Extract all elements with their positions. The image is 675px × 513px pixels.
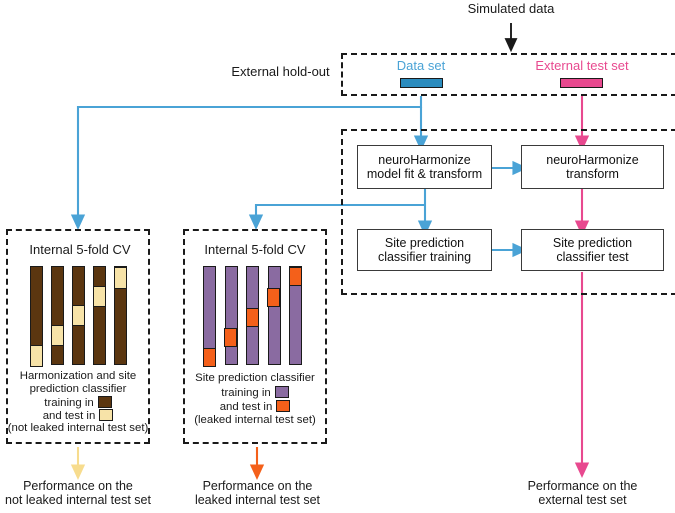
outcome-0-line2: not leaked internal test set — [5, 493, 151, 507]
outcome-label-leaked: Performance on the leaked internal test … — [180, 479, 335, 507]
cv-test-fold-segment — [245, 308, 259, 327]
cv-fold-bar — [71, 266, 85, 365]
external-holdout-label: External hold-out — [231, 64, 330, 79]
outcome-2-line1: Performance on the — [527, 479, 638, 493]
outcome-label-external: Performance on the external test set — [505, 479, 660, 507]
middle-cv-bars — [202, 266, 303, 367]
left-legend-test-text: and test in — [42, 410, 96, 422]
left-legend-line-0: Harmonization and site — [19, 370, 137, 382]
arrow-dataset-to-left-cv — [70, 96, 423, 230]
left-cv-title: Internal 5-fold CV — [29, 242, 131, 257]
cv-fold-bar — [267, 266, 281, 365]
box-site-prediction-training[interactable]: Site prediction classifier training — [357, 229, 492, 271]
middle-legend-training-swatch — [274, 386, 289, 398]
cv-test-fold-segment — [92, 286, 106, 307]
left-cv-panel — [6, 229, 150, 444]
middle-legend-line-1: training in — [183, 386, 327, 401]
pipeline-container — [341, 129, 675, 295]
data-split-container — [341, 53, 675, 96]
cv-test-fold-segment — [50, 325, 64, 346]
left-legend-line-1: prediction classifier — [29, 383, 127, 395]
cv-fold-bar — [29, 266, 43, 367]
box-transform-line1: neuroHarmonize — [546, 152, 639, 167]
external-test-swatch — [560, 78, 603, 88]
box-fit-line1: neuroHarmonize — [378, 152, 471, 167]
cv-test-fold-segment — [267, 288, 281, 307]
middle-legend-test-text: and test in — [219, 401, 273, 413]
dataset-label: Data set — [396, 58, 446, 73]
box-test-line2: classifier test — [556, 250, 629, 264]
box-neuroharmonize-fit[interactable]: neuroHarmonize model fit & transform — [357, 145, 492, 189]
middle-legend-training-text: training in — [221, 387, 271, 399]
box-train-line1: Site prediction — [384, 235, 465, 250]
middle-legend-line-2: and test in — [183, 400, 327, 415]
middle-legend-test-swatch — [276, 400, 291, 412]
middle-cv-panel — [183, 229, 327, 444]
arrow-branch-to-middle-cv — [248, 203, 425, 230]
cv-fold-bar — [113, 266, 127, 365]
cv-fold-bar — [92, 266, 106, 365]
box-neuroharmonize-transform[interactable]: neuroHarmonize transform — [521, 145, 664, 189]
outcome-1-line1: Performance on the — [202, 479, 313, 493]
cv-test-fold-segment — [29, 345, 43, 367]
box-transform-line2: transform — [566, 167, 619, 181]
left-legend-line-3: and test in — [6, 409, 150, 424]
box-fit-line2: model fit & transform — [366, 167, 483, 181]
cv-test-fold-segment — [71, 305, 85, 326]
box-train-line2: classifier training — [377, 250, 472, 264]
page-title: Simulated data — [467, 1, 555, 16]
left-legend-test-swatch — [99, 409, 114, 421]
left-legend-line-2: training in — [6, 396, 150, 411]
cv-test-fold-segment — [224, 328, 238, 347]
cv-fold-bar — [224, 266, 238, 365]
middle-legend-line-3: (leaked internal test set) — [194, 414, 316, 426]
middle-legend-line-0: Site prediction classifier — [195, 372, 315, 384]
outcome-0-line1: Performance on the — [23, 479, 133, 493]
cv-fold-bar — [50, 266, 64, 365]
outcome-label-not-leaked: Performance on the not leaked internal t… — [0, 479, 158, 507]
left-legend-training-text: training in — [44, 397, 94, 409]
outcome-2-line2: external test set — [538, 493, 627, 507]
cv-fold-bar — [245, 266, 259, 365]
box-site-prediction-test[interactable]: Site prediction classifier test — [521, 229, 664, 271]
cv-fold-bar — [202, 266, 216, 367]
cv-test-fold-segment — [113, 267, 127, 289]
left-cv-bars — [29, 266, 128, 367]
external-test-label: External test set — [535, 58, 629, 73]
left-legend-line-4: (not leaked internal test set) — [7, 422, 149, 434]
left-legend-training-swatch — [97, 396, 112, 408]
cv-test-fold-segment — [202, 348, 216, 367]
middle-cv-title: Internal 5-fold CV — [204, 242, 306, 257]
box-test-line1: Site prediction — [552, 235, 633, 250]
cv-fold-bar — [288, 266, 302, 365]
cv-test-fold-segment — [288, 267, 302, 286]
dataset-swatch — [400, 78, 443, 88]
outcome-1-line2: leaked internal test set — [194, 493, 321, 507]
